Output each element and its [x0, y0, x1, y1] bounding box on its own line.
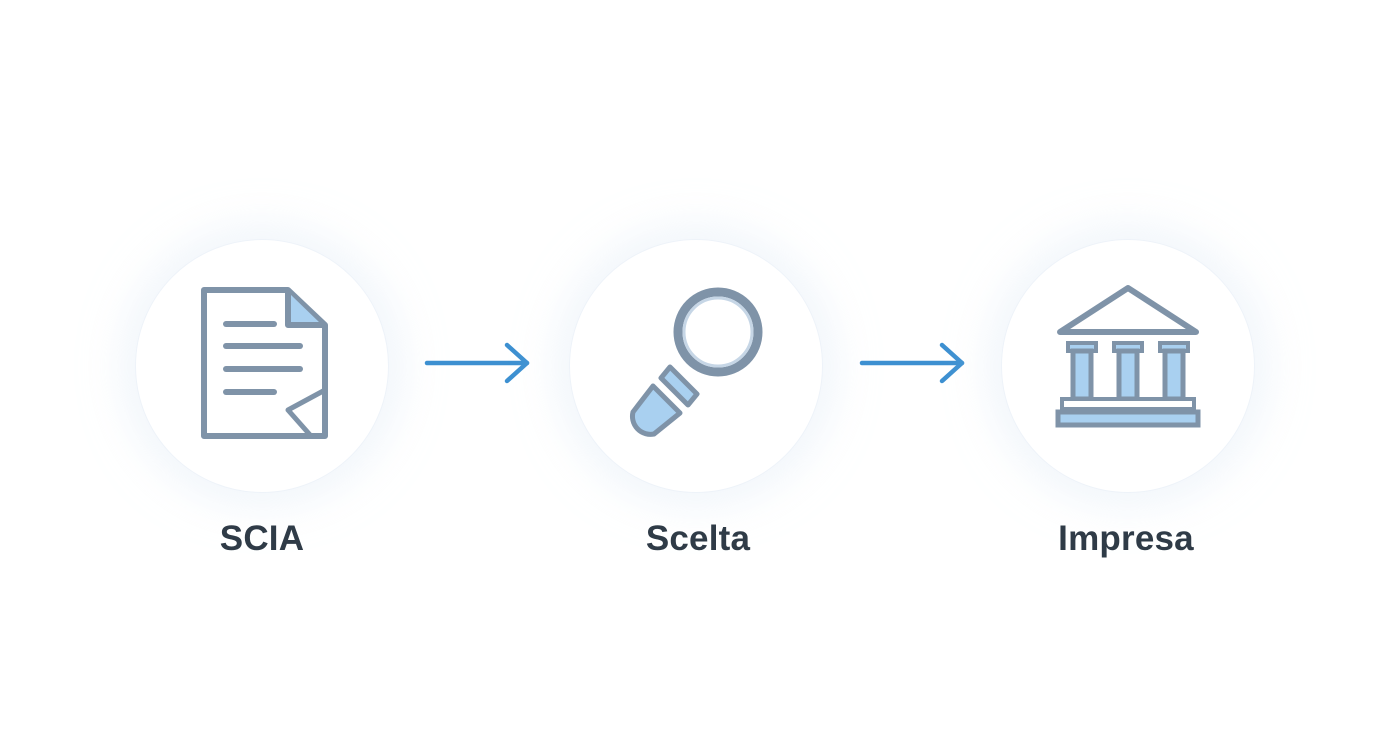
arrow-right-icon: [859, 342, 965, 384]
step-circle-scelta: [569, 239, 823, 493]
step-label-scelta: Scelta: [645, 519, 751, 558]
document-icon: [201, 287, 328, 439]
step-label-impresa: Impresa: [1058, 519, 1194, 558]
step-circle-impresa: [1001, 239, 1255, 493]
institution-building-icon: [1055, 285, 1201, 428]
step-label-scia: SCIA: [219, 519, 305, 558]
step-circle-scia: [135, 239, 389, 493]
magnifier-icon: [630, 287, 763, 437]
arrow-right-icon: [424, 342, 530, 384]
